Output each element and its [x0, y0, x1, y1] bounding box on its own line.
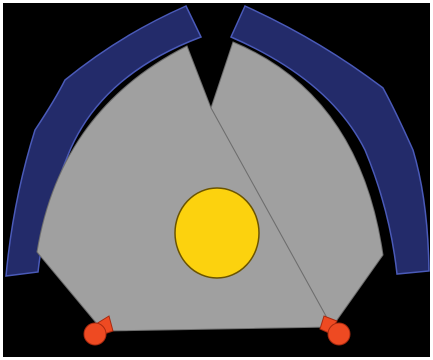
target-disc [175, 188, 259, 278]
left-source-ball-icon [84, 323, 106, 345]
right-source-ball-icon [328, 323, 350, 345]
